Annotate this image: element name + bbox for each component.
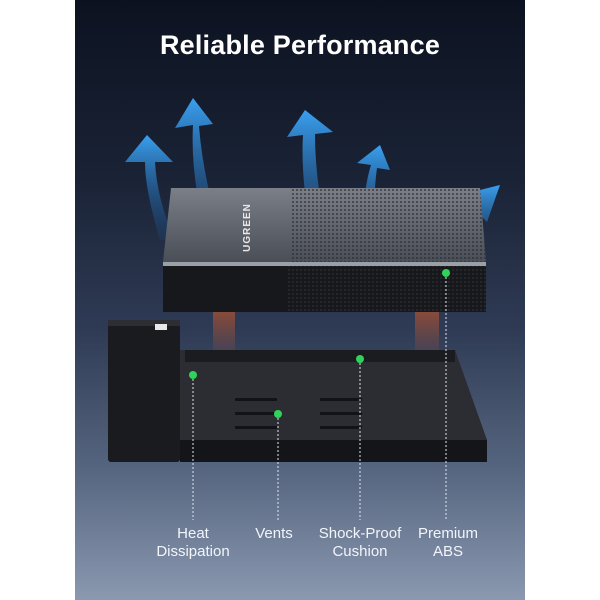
callout-shock-proof-cushion: Shock-Proof Cushion [305, 525, 415, 561]
callout-line1: Premium [417, 525, 478, 542]
callout-heat-dissipation: Heat Dissipation [138, 525, 248, 561]
enclosure-lid [163, 188, 486, 312]
marker-heat-dissipation [189, 371, 197, 379]
product-image-panel: Reliable Performance [75, 0, 525, 600]
enclosure-tray [108, 320, 487, 462]
callout-markers [189, 269, 450, 418]
brand-logo: UGREEN [241, 203, 253, 252]
callout-line1: Vents [255, 525, 293, 542]
callout-line2: Cushion [332, 543, 388, 560]
callout-line1: Heat [177, 525, 209, 542]
marker-premium-abs [442, 269, 450, 277]
callout-lines [192, 273, 447, 520]
callout-line2: ABS [432, 543, 463, 560]
product-illustration [108, 98, 500, 520]
callout-premium-abs: Premium ABS [393, 525, 503, 561]
callout-line2: Dissipation [156, 543, 230, 560]
callout-vents: Vents [219, 525, 329, 543]
marker-shock-proof [356, 355, 364, 363]
headline: Reliable Performance [159, 30, 441, 60]
callout-line1: Shock-Proof [318, 525, 402, 542]
marker-vents [274, 410, 282, 418]
